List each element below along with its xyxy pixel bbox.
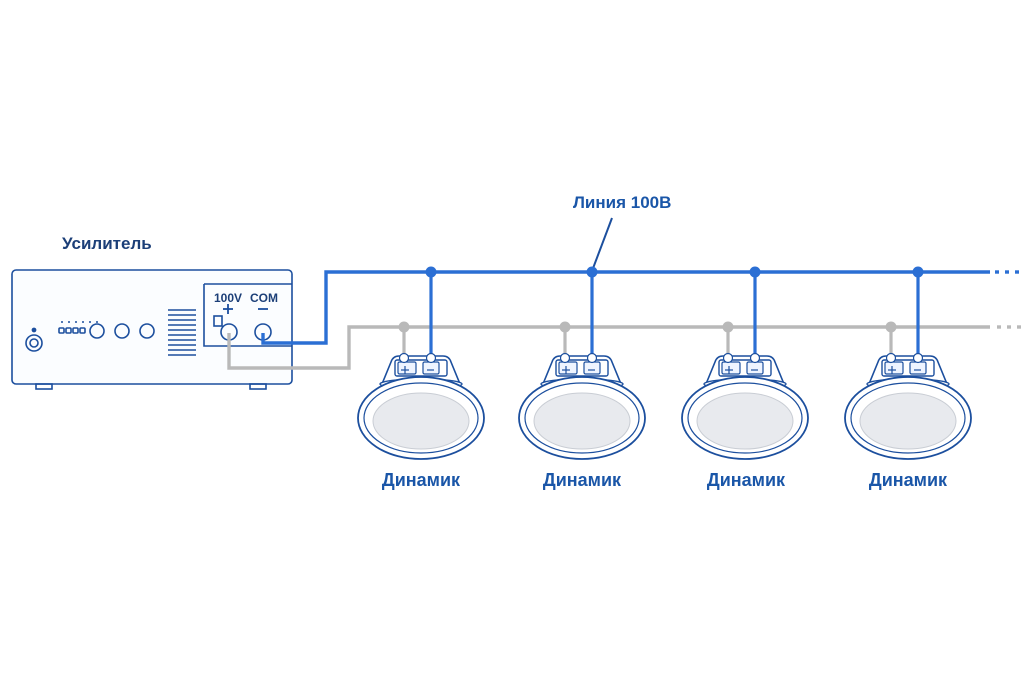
terminal-panel [203, 284, 292, 347]
power-button-inner [29, 338, 39, 348]
speaker-grille [372, 392, 470, 450]
terminal-com-label: COM [250, 291, 278, 305]
line-label-leader [591, 217, 613, 272]
speaker-plus-terminal [558, 361, 578, 375]
common-junction [559, 321, 571, 333]
speaker-label: Динамик [542, 470, 622, 490]
terminal-100v-label: 100V [214, 291, 243, 305]
speaker-plus-terminal [884, 361, 904, 375]
speaker-minus-terminal [422, 361, 440, 375]
positive-line [261, 270, 1019, 345]
amplifier-foot-right [249, 383, 267, 390]
speaker-screw [586, 352, 598, 364]
speaker-screw [425, 352, 437, 364]
terminal-bracket [213, 315, 223, 327]
speaker-screw [749, 352, 761, 364]
speaker-plus-terminal [721, 361, 741, 375]
vent-grille [168, 309, 196, 356]
power-button[interactable] [25, 334, 43, 352]
speaker-grille [533, 392, 631, 450]
speaker-screw [398, 352, 410, 364]
speaker-screw [722, 352, 734, 364]
speaker-label: Динамик [706, 470, 786, 490]
speaker-plus-terminal [397, 361, 417, 375]
speaker-2 [518, 266, 646, 460]
amplifier-foot-left [35, 383, 53, 390]
speaker-screw [912, 352, 924, 364]
speaker-minus-terminal [909, 361, 927, 375]
speaker-4 [844, 266, 972, 460]
led-1 [58, 327, 65, 334]
speaker-rim [687, 382, 803, 454]
level-indicator-dots [61, 321, 98, 323]
amplifier [11, 269, 293, 390]
common-junction [885, 321, 897, 333]
volume-knob-3[interactable] [139, 323, 155, 339]
volume-knob-1[interactable] [89, 323, 105, 339]
volume-knob-2[interactable] [114, 323, 130, 339]
positive-junction [425, 266, 437, 278]
speaker-1 [357, 266, 485, 460]
power-indicator [31, 327, 37, 333]
speaker-3 [681, 266, 809, 460]
speakers-group [357, 266, 972, 460]
speaker-screw [559, 352, 571, 364]
speaker-rim [363, 382, 479, 454]
led-2 [65, 327, 72, 334]
led-3 [72, 327, 79, 334]
led-4 [79, 327, 86, 334]
speaker-label: Динамик [381, 470, 461, 490]
speaker-minus-terminal [746, 361, 764, 375]
positive-junction [749, 266, 761, 278]
speaker-grille [696, 392, 794, 450]
line-title: Линия 100В [573, 193, 672, 212]
positive-junction [912, 266, 924, 278]
positive-junction [586, 266, 598, 278]
common-junction [722, 321, 734, 333]
speaker-grille [859, 392, 957, 450]
speaker-screw [885, 352, 897, 364]
amplifier-title: Усилитель [62, 234, 152, 253]
speaker-rim [850, 382, 966, 454]
speaker-rim [524, 382, 640, 454]
speaker-label: Динамик [868, 470, 948, 490]
speaker-minus-terminal [583, 361, 601, 375]
common-junction [398, 321, 410, 333]
terminal-signs [223, 304, 268, 314]
